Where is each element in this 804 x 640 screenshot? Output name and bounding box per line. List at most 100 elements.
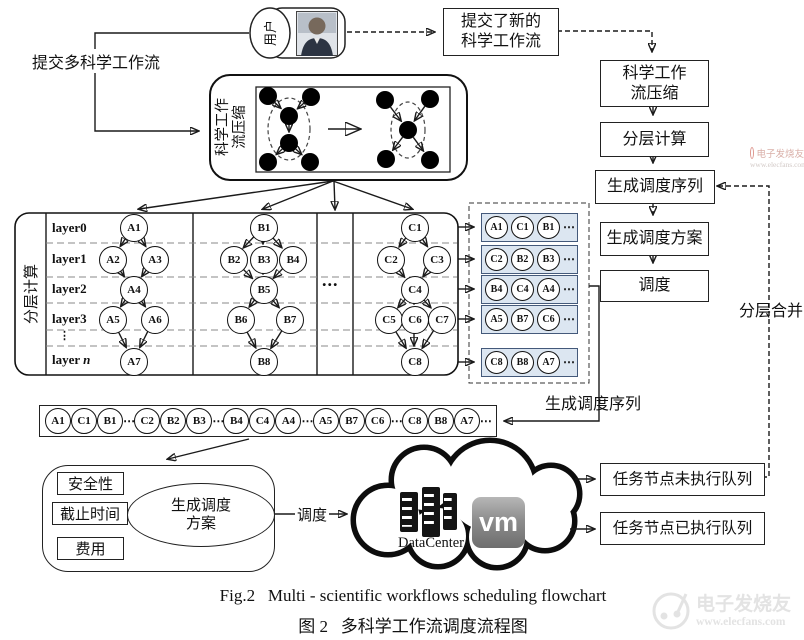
ellipsis-dots: ⋯	[123, 413, 135, 428]
person-icon	[296, 11, 338, 56]
criterion-security-label: 安全性	[67, 477, 113, 493]
sequence-item: C2	[134, 408, 161, 434]
watermark-logo-icon	[652, 592, 690, 630]
flow-box-gen-sequence: 生成调度序列	[595, 170, 715, 204]
ellipsis-dots: ⋯	[212, 413, 224, 428]
watermark-url: www.elecfans.com	[750, 160, 804, 169]
sequence-item: B2	[160, 408, 187, 434]
sequence-row-item: B1	[537, 216, 560, 239]
flow-box-layering: 分层计算	[600, 122, 709, 157]
queue-done-label: 任务节点已执行队列	[612, 519, 753, 537]
submit-new-line1: 提交了新的	[460, 13, 541, 30]
queue-pending-box: 任务节点未执行队列	[600, 463, 765, 496]
sequence-row-item: C4	[511, 278, 534, 301]
sequence-item: B1	[97, 408, 124, 434]
ellipsis-dots: ⋯	[563, 252, 575, 266]
workflow-node: C5	[375, 306, 403, 334]
sequence-row-item: B4	[485, 278, 508, 301]
workflow-node: A2	[99, 246, 127, 274]
figure-caption-en: Fig.2 Multi - scientific workflows sched…	[219, 586, 607, 605]
layer-n-prefix: layer	[52, 352, 81, 367]
workflow-node: C1	[401, 214, 429, 242]
workflow-node: B1	[250, 214, 278, 242]
sequence-row: B4 C4 A4 ⋯	[481, 275, 578, 304]
vm-logo: vm	[472, 497, 525, 548]
layer-n-italic: n	[83, 352, 91, 367]
workflow-node: A4	[120, 276, 148, 304]
sequence-row-item: C2	[485, 248, 508, 271]
sequence-row-item: C8	[485, 351, 508, 374]
sequence-item: A5	[312, 408, 339, 434]
gen-plan-line2: 方案	[185, 516, 216, 532]
workflow-node: A7	[120, 348, 148, 376]
workflow-node: C3	[423, 246, 451, 274]
sequence-item: B4	[223, 408, 250, 434]
ellipsis-dots: ⋯	[390, 413, 403, 428]
flow-box-gen-sequence-label: 生成调度序列	[606, 178, 703, 195]
user-avatar	[296, 11, 338, 56]
criterion-deadline-label: 截止时间	[59, 507, 120, 523]
ellipsis-dots: ⋯	[479, 413, 492, 428]
queue-done-box: 任务节点已执行队列	[600, 512, 765, 545]
merged-sequence-box: A1 C1 B1 ⋯ C2 B2 B3 ⋯ B4 C4 A4 ⋯ A5 B7 C…	[39, 405, 497, 437]
compression-label-line1: 科学工作	[215, 98, 232, 156]
sequence-row-item: A5	[485, 308, 508, 331]
sequence-item: B8	[427, 408, 454, 434]
gen-sequence-caption: 生成调度序列	[545, 396, 642, 413]
compression-rotated-label: 科学工作 流压缩	[215, 87, 249, 167]
workflow-node: B2	[220, 246, 248, 274]
watermark-brand: 电子发烧友	[756, 150, 804, 160]
sequence-row: A5 B7 C6 ⋯	[481, 305, 578, 334]
ellipsis-dots: ⋯	[563, 312, 575, 326]
gen-plan-ellipse: 生成调度 方案	[127, 483, 275, 547]
sequence-row-item: A7	[537, 351, 560, 374]
datacenter-label: DataCenter	[397, 535, 465, 551]
sequence-row-item: B8	[511, 351, 534, 374]
watermark-url: www.elecfans.com	[696, 615, 786, 628]
sequence-row: A1 C1 B1 ⋯	[481, 213, 578, 242]
sequence-item: C4	[249, 408, 276, 434]
criterion-cost: 费用	[57, 537, 124, 560]
sequence-item: C6	[364, 408, 391, 434]
sequence-row-item: B2	[511, 248, 534, 271]
workflow-node: A3	[141, 246, 169, 274]
workflow-node: B3	[250, 246, 278, 274]
sequence-row-item: A4	[537, 278, 560, 301]
workflow-node: C2	[377, 246, 405, 274]
flow-box-layering-label: 分层计算	[622, 130, 687, 148]
sequence-row-item: B7	[511, 308, 534, 331]
server-rack-icon	[400, 492, 418, 532]
ellipsis-dots: ⋯	[563, 355, 575, 369]
sequence-row-item: A1	[485, 216, 508, 239]
sequence-row-item: C1	[511, 216, 534, 239]
flow-box-compress-line1: 科学工作	[622, 64, 687, 82]
criterion-deadline: 截止时间	[52, 502, 128, 525]
sequence-item: C8	[401, 408, 428, 434]
workflow-node: B7	[276, 306, 304, 334]
watermark-bottom: 电子发烧友 www.elecfans.com	[650, 584, 804, 632]
compression-label-line2: 流压缩	[232, 105, 248, 149]
sequence-row: C8 B8 A7 ⋯	[481, 348, 578, 377]
user-cylinder-label: 用户	[261, 13, 278, 53]
sequence-item: C1	[71, 408, 98, 434]
flow-box-schedule-label: 调度	[638, 277, 671, 294]
workflow-node: B6	[227, 306, 255, 334]
layer-row-label-2: layer2	[52, 281, 87, 296]
layering-rotated-label: 分层计算	[21, 258, 40, 330]
watermark-logo-icon	[750, 147, 755, 159]
submit-new-line2: 科学工作流	[460, 33, 541, 50]
workflow-node: C7	[428, 306, 456, 334]
sequence-row-item: B3	[537, 248, 560, 271]
workflow-node: B5	[250, 276, 278, 304]
flow-box-gen-plan-label: 生成调度方案	[606, 230, 703, 247]
layer-merge-label: 分层合并	[739, 303, 804, 320]
layer-row-label-3: layer3	[52, 311, 87, 326]
ellipsis-dots: ⋯	[563, 220, 575, 234]
layer-row-label-1: layer1	[52, 251, 87, 266]
flow-box-compress-line2: 流压缩	[630, 84, 679, 102]
queue-pending-label: 任务节点未执行队列	[612, 470, 753, 488]
watermark-top: 电子发烧友 www.elecfans.com	[750, 146, 804, 169]
criterion-security: 安全性	[57, 472, 124, 495]
sequence-item: A1	[45, 408, 71, 434]
